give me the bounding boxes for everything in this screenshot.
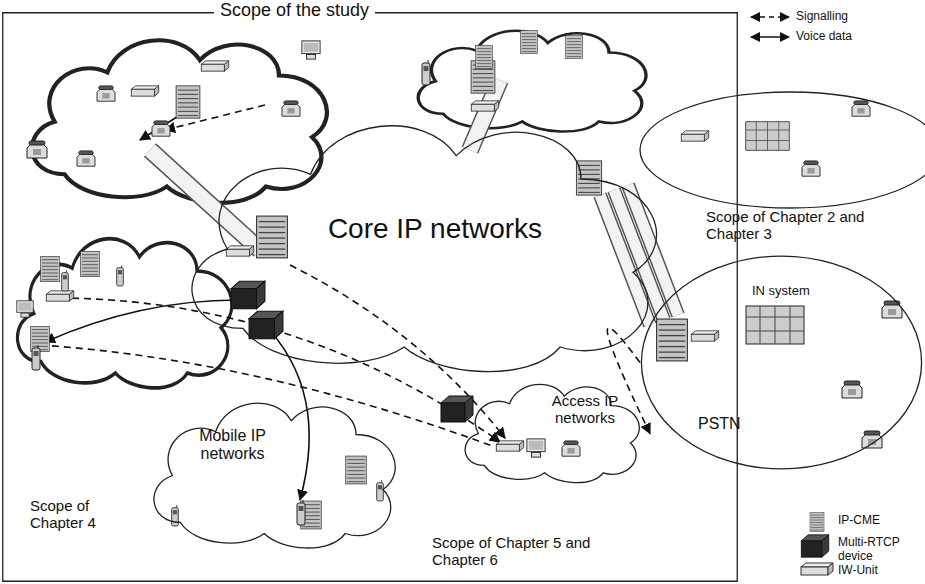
drawing-part [471, 101, 498, 111]
drawing-part [226, 246, 253, 256]
tunnel [150, 80, 678, 325]
drawing-part [681, 131, 708, 141]
drawing-part [62, 270, 69, 291]
drawing-part [496, 441, 523, 451]
drawing-part [60, 298, 500, 442]
frame-border [3, 13, 738, 582]
drawing-part [842, 381, 862, 398]
drawing-part [746, 306, 804, 344]
drawing-part [566, 36, 583, 59]
network-ellipse [640, 92, 925, 208]
voice-line [45, 112, 309, 500]
legend-sample [800, 512, 834, 532]
network-cloud [418, 31, 646, 132]
scope-frame-outline [2, 12, 738, 582]
network-cloud: Access IP networks [455, 372, 650, 484]
network-cloud-outline [455, 372, 650, 484]
drawing-part [32, 345, 40, 370]
drawing-part [346, 456, 367, 484]
legend-sample [800, 534, 830, 558]
drawing-part [249, 311, 283, 339]
cloud-border [192, 126, 657, 372]
drawing-part [131, 86, 158, 96]
legend-text: IP-CME [838, 514, 880, 528]
ellipse-border [641, 256, 921, 469]
legend-line [751, 16, 789, 18]
drawing-part [521, 31, 538, 54]
drawing-part [41, 256, 60, 281]
drawing-part [418, 31, 646, 132]
network-cloud: Core IP networks [165, 95, 685, 375]
cloud-border [154, 403, 395, 548]
legend-device [810, 513, 824, 532]
legend-text: IW-Unit [838, 564, 878, 578]
drawing-part [377, 480, 384, 501]
network-name: Access IP networks [540, 392, 630, 427]
drawing-part [117, 265, 124, 286]
cloud-border [465, 384, 639, 482]
drawing-part [231, 281, 265, 309]
drawing-part [150, 150, 260, 250]
drawing-part [97, 86, 115, 101]
legend-line [751, 36, 789, 38]
drawing-part [81, 251, 100, 276]
legend-text: Voice data [796, 30, 852, 44]
signalling-line [40, 105, 505, 447]
legend-sample [748, 10, 792, 24]
chapter-scope-label: Scope of Chapter 2 and Chapter 3 [706, 208, 896, 243]
drawing-part [852, 101, 870, 116]
drawing-part [422, 60, 430, 85]
drawing-part [746, 122, 790, 151]
drawing-part [17, 301, 33, 317]
frame-title: Scope of the study [214, 0, 375, 21]
drawing-part [802, 161, 820, 176]
network-name: Core IP networks [300, 213, 570, 245]
drawing-part [657, 319, 688, 361]
legend-text: Signalling [796, 10, 848, 24]
drawing-part [441, 396, 473, 422]
drawing-part [282, 101, 300, 116]
network-cloud-outline [140, 385, 410, 550]
network-name: Mobile IP networks [180, 427, 285, 464]
legend-device [801, 535, 828, 557]
legend-sample [748, 30, 792, 44]
drawing-part [201, 61, 228, 71]
chapter-scope-label: Scope of Chapter 4 [30, 497, 125, 532]
legend-text: Multi-RTCP device [838, 536, 918, 564]
drawing-part [27, 141, 47, 158]
drawing-part [77, 151, 95, 166]
system-label: IN system [752, 284, 810, 299]
drawing-part [476, 46, 493, 69]
drawing-part [45, 300, 238, 342]
drawing-part [257, 216, 288, 258]
drawing-part [562, 441, 580, 456]
drawing-part [527, 439, 545, 457]
drawing-part [691, 331, 718, 341]
drawing-part [46, 291, 73, 301]
drawing-part [176, 86, 200, 118]
legend-device [801, 563, 833, 575]
drawing-part [576, 161, 601, 195]
drawing-part [150, 150, 260, 250]
chapter-scope-label: Scope of Chapter 5 and Chapter 6 [432, 534, 642, 569]
drawing-part [152, 121, 170, 136]
drawing-part [302, 41, 320, 59]
legend-sample [800, 562, 834, 576]
drawing-part [297, 500, 305, 525]
scope-frame: Scope of the studyCore IP networksMobile… [2, 12, 738, 582]
device [17, 31, 902, 529]
network-name: PSTN [698, 415, 741, 433]
network-cloud: Mobile IP networks [140, 385, 410, 550]
